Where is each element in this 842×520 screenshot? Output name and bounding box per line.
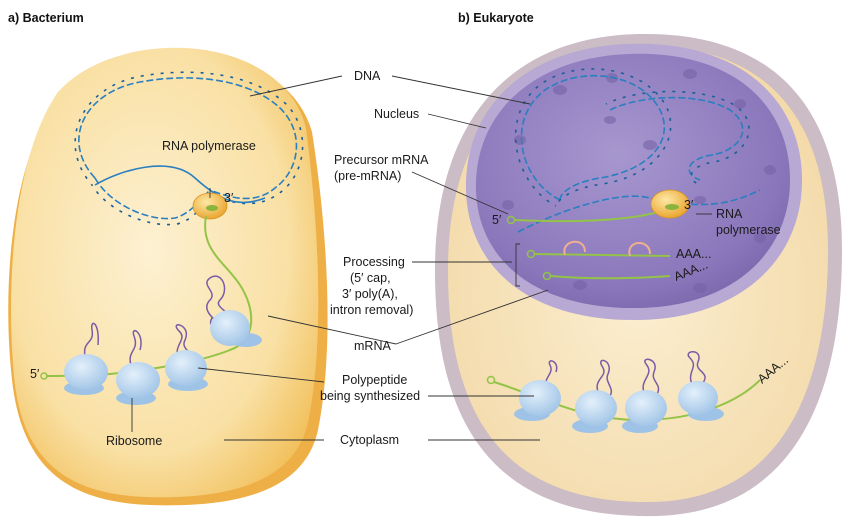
- bacterial-ribosomes: [64, 310, 262, 405]
- five-prime-cap-cyto: [486, 375, 496, 385]
- nucleus-label: Nucleus: [374, 107, 419, 121]
- precursor-mrna-label-line2: (pre-mRNA): [334, 169, 401, 183]
- ribosome: [116, 362, 160, 405]
- ribosome: [165, 350, 208, 391]
- rna-polymerase-bacterium: [192, 192, 228, 220]
- five-prime-label-bacterium: 5′: [30, 367, 40, 381]
- ribosome: [64, 354, 108, 395]
- mrna-label: mRNA: [354, 339, 391, 353]
- eukaryotic-dna: [514, 68, 761, 233]
- ribosome: [210, 310, 262, 347]
- rna-polymerase-label-eukaryote-line2: polymerase: [716, 223, 781, 237]
- rna-polymerase-label-eukaryote-line1: RNA: [716, 207, 743, 221]
- processing-intermediates: [526, 240, 671, 281]
- bacterium-cell: [8, 47, 328, 506]
- leader-lines: [131, 75, 712, 441]
- rna-polymerase-label-bacterium: RNA polymerase: [162, 139, 256, 153]
- panel-b-title: b) Eukaryote: [458, 11, 534, 25]
- five-prime-cap-bacterium: [40, 372, 48, 380]
- processing-label-line3: 3′ poly(A),: [342, 287, 398, 301]
- poly-a-label-1: AAA...: [676, 247, 711, 261]
- ribosome-label: Ribosome: [106, 434, 162, 448]
- five-prime-cap-euk: [506, 215, 516, 225]
- ribosome: [678, 381, 724, 421]
- five-prime-label-eukaryote: 5′: [492, 213, 502, 227]
- eukaryotic-ribosomes: [514, 380, 724, 433]
- cytoplasm-label: Cytoplasm: [340, 433, 399, 447]
- processing-label-line2: (5′ cap,: [350, 271, 391, 285]
- eukaryote-cell: [435, 33, 842, 517]
- precursor-mrna-label-line1: Precursor mRNA: [334, 153, 429, 167]
- nucleus: [475, 53, 790, 309]
- panel-a-title: a) Bacterium: [8, 11, 84, 25]
- bacterium-body: [11, 47, 319, 498]
- three-prime-label-bacterium: 3′: [224, 191, 234, 205]
- ribosome: [572, 390, 617, 433]
- nuclear-pores: [502, 69, 776, 293]
- dna-label: DNA: [354, 69, 381, 83]
- ribosome: [622, 390, 667, 433]
- processing-label-line4: intron removal): [330, 303, 413, 317]
- polypeptide-label-line1: Polypeptide: [342, 373, 407, 387]
- rna-polymerase-eukaryote: [650, 189, 690, 219]
- polypeptide-label-line2: being synthesized: [320, 389, 420, 403]
- three-prime-label-eukaryote: 3′: [684, 198, 694, 212]
- processing-label-line1: Processing: [343, 255, 405, 269]
- ribosome: [514, 380, 561, 421]
